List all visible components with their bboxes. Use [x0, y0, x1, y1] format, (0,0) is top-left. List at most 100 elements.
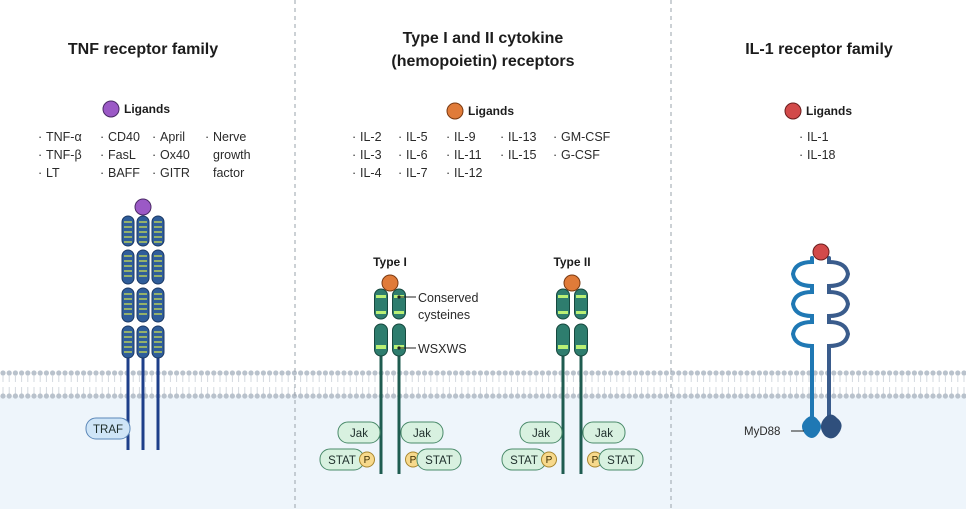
- lipid-head: [651, 393, 657, 399]
- lipid-head: [409, 370, 415, 376]
- cytokine-lower-domain: [374, 323, 388, 357]
- list-item: IL-13: [508, 130, 537, 144]
- lipid-head: [639, 370, 645, 376]
- lipid-head: [911, 393, 918, 399]
- lipid-head: [657, 370, 663, 376]
- lipid-head: [105, 370, 111, 376]
- type2-cytokine-receptor: [556, 288, 588, 474]
- lipid-head: [837, 370, 843, 376]
- lipid-head: [682, 393, 688, 399]
- cytokine-upper-domain: [374, 288, 388, 320]
- type1-bound-ligand: [381, 274, 399, 292]
- lipid-head: [856, 393, 862, 399]
- tnf-crd-domain: [151, 215, 165, 247]
- lipid-head: [205, 370, 211, 376]
- lipid-head: [161, 393, 167, 399]
- lipid-head: [589, 393, 595, 399]
- traf-label: TRAF: [93, 424, 123, 436]
- lipid-head: [260, 370, 266, 376]
- lipid-head: [149, 370, 155, 376]
- lipid-head: [174, 393, 180, 399]
- list-item: ·: [38, 166, 42, 180]
- lipid-head: [837, 393, 843, 399]
- lipid-head: [657, 393, 663, 399]
- list-item: IL-11: [454, 148, 482, 162]
- list-item: April: [160, 130, 185, 144]
- lipid-head: [37, 370, 43, 376]
- lipid-head: [756, 370, 763, 376]
- conserved-cysteine-band: [394, 311, 404, 314]
- lipid-head: [248, 393, 254, 399]
- lipid-head: [781, 370, 787, 376]
- lipid-head: [440, 370, 446, 376]
- lipid-head: [372, 370, 378, 376]
- lipid-head: [781, 393, 787, 399]
- lipid-head: [366, 393, 372, 399]
- phosphate-marker: [359, 451, 375, 468]
- list-item: ·: [500, 130, 504, 144]
- lipid-head: [87, 370, 93, 376]
- lipid-head: [942, 370, 949, 376]
- lipid-head: [0, 393, 6, 399]
- cytokine-ligands-label: Ligands: [468, 104, 514, 118]
- lipid-head: [298, 370, 304, 376]
- conserved-cysteine-band: [376, 295, 386, 298]
- tnf-ligands-label: Ligands: [124, 102, 170, 116]
- lipid-head: [918, 370, 924, 376]
- tnf-bound-ligand: [134, 198, 152, 216]
- lipid-head: [955, 370, 961, 376]
- lipid-head: [428, 370, 434, 376]
- lipid-head: [831, 370, 837, 376]
- lipid-head: [471, 393, 477, 399]
- lipid-head: [403, 393, 409, 399]
- lipid-head: [12, 393, 18, 399]
- lipid-head: [601, 393, 608, 399]
- stat-label: STAT: [510, 455, 538, 467]
- lipid-head: [50, 393, 56, 399]
- lipid-head: [236, 370, 242, 376]
- lipid-head: [583, 370, 589, 376]
- list-item: factor: [213, 166, 244, 180]
- lipid-head: [118, 393, 124, 399]
- conserved-cysteine-band: [558, 295, 568, 298]
- lipid-head: [484, 370, 490, 376]
- lipid-head: [186, 393, 192, 399]
- lipid-head: [291, 393, 297, 399]
- cytokine-lower-domain: [574, 323, 588, 357]
- lipid-head: [285, 370, 291, 376]
- lipid-head: [267, 370, 273, 376]
- wsxws-motif-band: [376, 345, 386, 349]
- lipid-head: [254, 370, 260, 376]
- lipid-head: [43, 370, 50, 376]
- lipid-head: [428, 393, 434, 399]
- lipid-head: [645, 393, 651, 399]
- lipid-head: [862, 393, 868, 399]
- lipid-head: [174, 370, 180, 376]
- lipid-head: [316, 393, 322, 399]
- lipid-head: [484, 393, 490, 399]
- list-item: IL-15: [508, 148, 537, 162]
- lipid-head: [415, 393, 421, 399]
- lipid-head: [496, 370, 502, 376]
- lipid-head: [632, 393, 639, 399]
- lipid-head: [527, 393, 533, 399]
- lipid-head: [893, 393, 899, 399]
- lipid-head: [285, 393, 291, 399]
- lipid-head: [341, 370, 347, 376]
- lipid-head: [329, 393, 335, 399]
- lipid-head: [360, 393, 366, 399]
- lipid-head: [217, 393, 223, 399]
- tnf-crd-domain: [151, 249, 165, 285]
- list-item: IL-18: [807, 148, 836, 162]
- lipid-head: [298, 393, 304, 399]
- lipid-head: [360, 370, 366, 376]
- lipid-head: [229, 393, 235, 399]
- lipid-head: [267, 393, 273, 399]
- lipid-head: [43, 393, 50, 399]
- lipid-head: [626, 393, 632, 399]
- list-item: ·: [205, 130, 209, 144]
- lipid-head: [955, 393, 961, 399]
- list-item: LT: [46, 166, 60, 180]
- list-item: ·: [152, 130, 156, 144]
- list-item: IL-4: [360, 166, 382, 180]
